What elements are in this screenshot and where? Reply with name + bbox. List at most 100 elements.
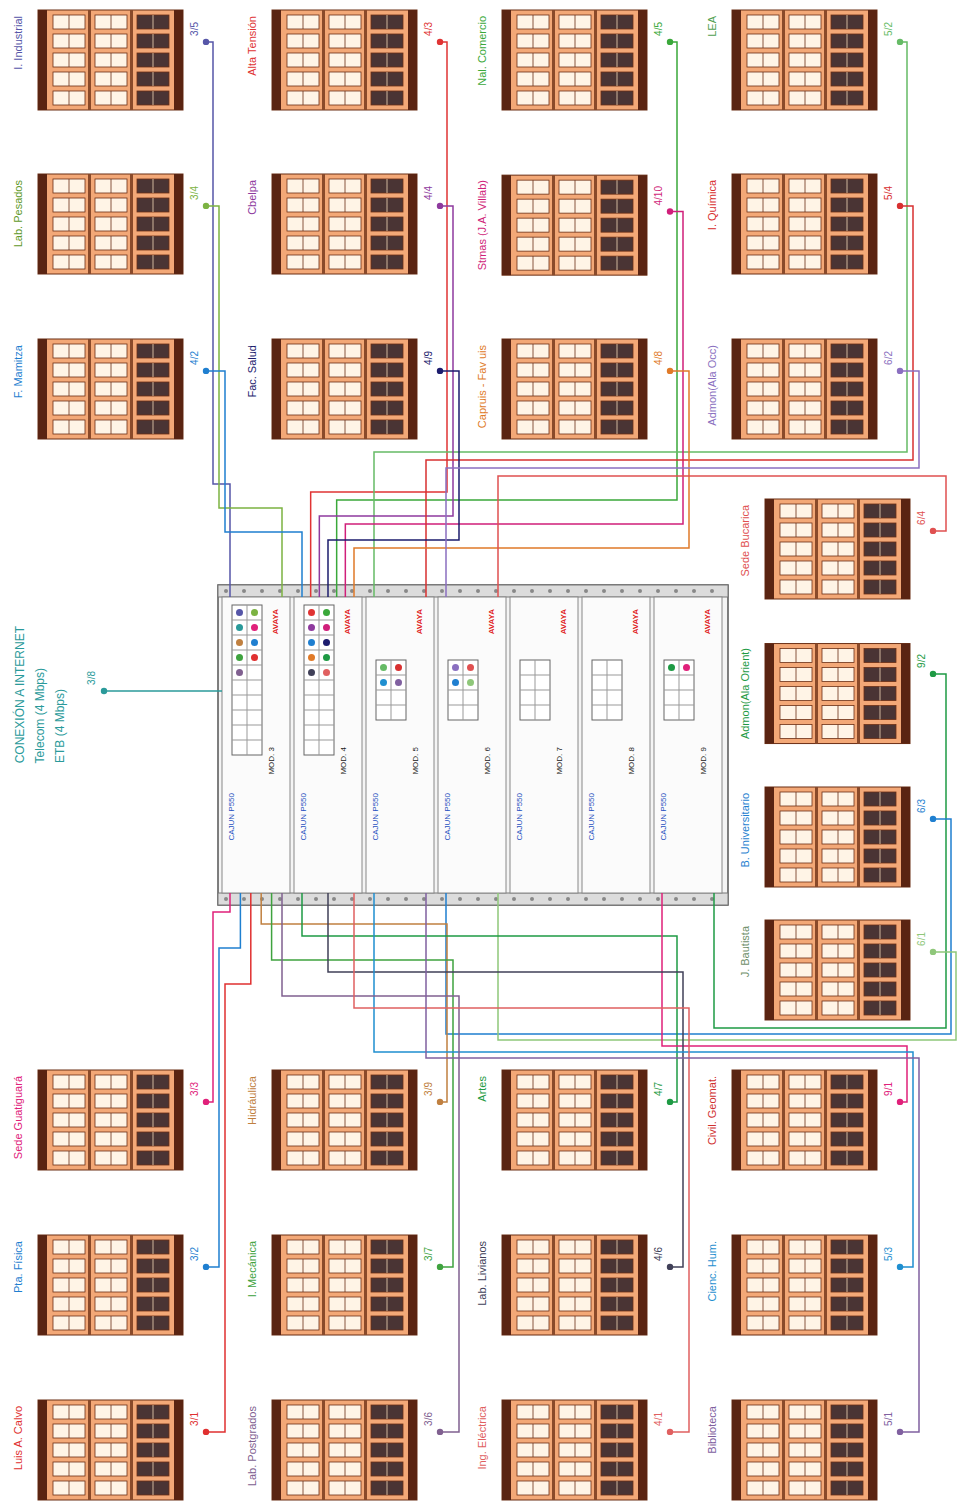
module-slot (582, 597, 650, 893)
building-illustration (38, 1235, 183, 1335)
building-node: Alta Tensión4/3 (240, 8, 440, 112)
window (137, 91, 169, 105)
window (95, 1405, 127, 1419)
floor-band (364, 1400, 367, 1500)
roof-cap (732, 1400, 741, 1500)
window (287, 255, 319, 269)
window-bar (345, 420, 346, 434)
port-dot (897, 1264, 903, 1270)
window-bar (303, 1151, 304, 1165)
window-bar (847, 1405, 848, 1419)
window-bar (880, 649, 881, 663)
window-bar (575, 1297, 576, 1311)
port-number: 3/6 (423, 1412, 434, 1426)
window-bar (617, 72, 618, 86)
building-name: Lab. Livianos (476, 1241, 488, 1306)
window (53, 344, 85, 358)
window-bar (303, 363, 304, 377)
window-bar (575, 218, 576, 232)
window (371, 1316, 403, 1330)
window-bar (303, 1405, 304, 1419)
window (287, 1316, 319, 1330)
window-bar (303, 236, 304, 250)
roof-cap (732, 1235, 741, 1335)
roof-cap (38, 174, 47, 274)
window-bar (847, 401, 848, 415)
window-bar (880, 542, 881, 556)
window-bar (153, 255, 154, 269)
window-bar (880, 868, 881, 882)
window-bar (838, 925, 839, 939)
window (789, 1424, 821, 1438)
window (95, 1132, 127, 1146)
switch-module: AVAYAMOD. 3CAJUN P550 (222, 597, 290, 893)
window-bar (111, 1113, 112, 1127)
base-cap (868, 1235, 877, 1335)
window (822, 944, 854, 958)
window (559, 91, 591, 105)
window-bar (763, 382, 764, 396)
base-cap (638, 339, 647, 439)
port-dot (683, 664, 690, 671)
window-bar (796, 649, 797, 663)
window (371, 1297, 403, 1311)
window-bar (805, 198, 806, 212)
window (53, 382, 85, 396)
brand-label: AVAYA (488, 609, 497, 634)
rail-hole (620, 589, 624, 593)
window (287, 198, 319, 212)
rail-hole (584, 897, 588, 901)
network-link (206, 206, 282, 597)
floor-band (552, 10, 555, 110)
building-illustration (38, 339, 183, 439)
window (789, 1443, 821, 1457)
window (371, 1094, 403, 1108)
building-illustration (732, 10, 877, 110)
port-grid-line (376, 690, 406, 691)
port-number: 4/2 (189, 351, 200, 365)
window (822, 811, 854, 825)
window (747, 34, 779, 48)
window (831, 1443, 863, 1457)
port-dot (897, 368, 903, 374)
switch-module: AVAYAMOD. 9CAJUN P550 (654, 597, 722, 893)
window (53, 1424, 85, 1438)
module-name: MOD. 3 (268, 747, 277, 775)
window-bar (387, 1094, 388, 1108)
window (95, 1316, 127, 1330)
rail-hole (602, 589, 606, 593)
window (329, 255, 361, 269)
window (789, 1094, 821, 1108)
window-bar (796, 706, 797, 720)
port-dot (308, 624, 315, 631)
model-label: CAJUN P550 (588, 793, 597, 841)
window-bar (345, 363, 346, 377)
window-bar (763, 1151, 764, 1165)
window-bar (763, 1443, 764, 1457)
window (780, 725, 812, 739)
window-bar (796, 561, 797, 575)
base-cap (408, 1400, 417, 1500)
building-name: I. Mecánica (246, 1241, 258, 1297)
window (371, 34, 403, 48)
port-dot (251, 624, 258, 631)
window-bar (533, 1443, 534, 1457)
building-illustration (732, 1400, 877, 1500)
window-bar (387, 1481, 388, 1495)
window (137, 34, 169, 48)
window (747, 1151, 779, 1165)
window-bar (345, 401, 346, 415)
window-bar (575, 1462, 576, 1476)
window-bar (805, 401, 806, 415)
rail-hole (638, 589, 642, 593)
network-link (498, 476, 946, 597)
window (137, 1424, 169, 1438)
building-node: Capruis - Fav uis4/8 (470, 337, 670, 441)
window (789, 34, 821, 48)
window-bar (617, 420, 618, 434)
window (831, 236, 863, 250)
window (517, 420, 549, 434)
window-bar (880, 504, 881, 518)
window-bar (617, 180, 618, 194)
window (780, 792, 812, 806)
